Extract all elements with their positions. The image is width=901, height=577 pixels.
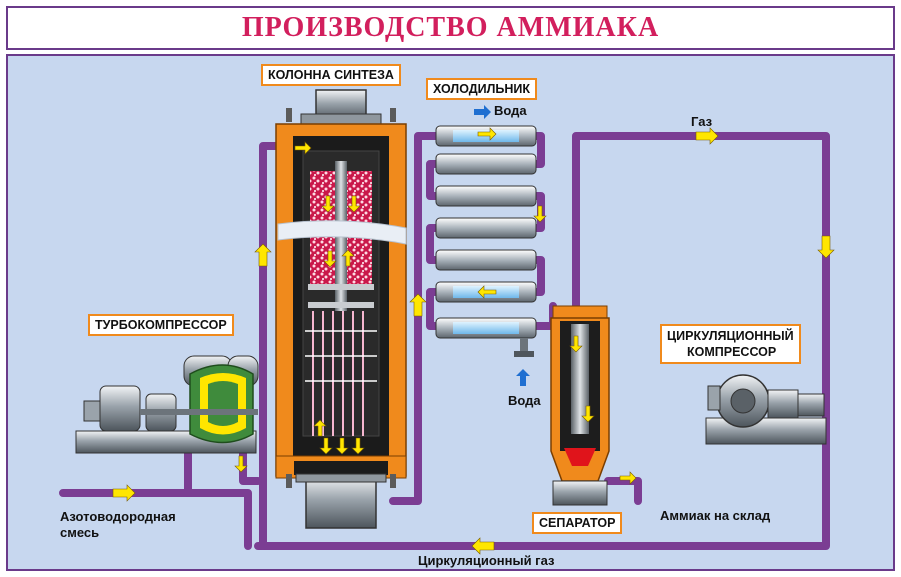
arrow-turbo xyxy=(234,455,248,473)
label-separator: СЕПАРАТОР xyxy=(532,512,623,534)
arrow-col-4 xyxy=(341,249,355,267)
arrow-feed xyxy=(112,484,136,502)
arrow-cooler-mid xyxy=(533,205,547,223)
arrow-col-out xyxy=(409,293,427,317)
label-circulation-compressor-line1: ЦИРКУЛЯЦИОННЫЙ xyxy=(667,329,794,343)
label-gas: Газ xyxy=(691,114,713,129)
arrow-left-riser xyxy=(254,243,272,267)
pipe-ammonia xyxy=(604,477,642,505)
separator xyxy=(550,305,610,506)
arrow-sep-in xyxy=(569,335,583,353)
diagram-scene: КОЛОННА СИНТЕЗА ХОЛОДИЛЬНИК Вода Газ ТУР… xyxy=(6,54,895,571)
arrow-col-bottom-1 xyxy=(319,437,333,455)
label-cooler: ХОЛОДИЛЬНИК xyxy=(426,78,538,100)
arrow-col-3 xyxy=(323,250,337,268)
label-circulation-gas: Циркуляционный газ xyxy=(418,553,555,568)
arrow-gas xyxy=(695,127,719,145)
flow-arrows xyxy=(112,127,835,555)
pipe-cooler-5 xyxy=(529,256,545,296)
label-synthesis-column: КОЛОННА СИНТЕЗА xyxy=(261,64,401,86)
pipe-cooler-1 xyxy=(529,132,545,168)
pipe-cooler-4 xyxy=(426,224,442,264)
pipe-circulation-bottom xyxy=(254,132,830,550)
arrow-col-2 xyxy=(347,195,361,213)
cooler xyxy=(435,125,537,357)
synthesis-column xyxy=(275,89,407,529)
arrow-col-5 xyxy=(313,419,327,437)
process-diagram xyxy=(59,89,835,555)
arrow-col-bottom-2 xyxy=(335,437,349,455)
circulation-compressor xyxy=(705,374,827,445)
pipe-column-outlet xyxy=(389,132,440,505)
pipe-cooler-6 xyxy=(426,288,442,330)
label-feed-mixture: Азотоводородная смесь xyxy=(60,509,176,541)
arrow-ammonia xyxy=(619,471,637,485)
page-title: ПРОИЗВОДСТВО АММИАКА xyxy=(241,12,660,43)
arrow-col-bottom-3 xyxy=(351,437,365,455)
title-bar: ПРОИЗВОДСТВО АММИАКА xyxy=(6,6,895,50)
turbocompressor xyxy=(75,355,259,454)
label-ammonia-storage: Аммиак на склад xyxy=(660,508,771,523)
water-arrows xyxy=(474,105,530,386)
water-in-arrow xyxy=(516,369,530,386)
arrow-circ-gas xyxy=(471,537,495,555)
label-turbocompressor: ТУРБОКОМПРЕССОР xyxy=(88,314,234,336)
label-feed-line2: смесь xyxy=(60,525,100,540)
pipe-cooler-2 xyxy=(426,160,442,200)
label-circulation-compressor-line2: КОМПРЕССОР xyxy=(687,345,777,359)
arrow-col-top xyxy=(294,141,312,155)
arrow-col-1 xyxy=(321,195,335,213)
arrow-right-riser xyxy=(817,235,835,259)
water-out-arrow xyxy=(474,105,491,119)
arrow-cooler-top xyxy=(477,127,497,141)
arrow-sep-down xyxy=(581,405,595,423)
label-water-out: Вода xyxy=(494,103,527,118)
label-feed-line1: Азотоводородная xyxy=(60,509,176,524)
label-water-in: Вода xyxy=(508,393,541,408)
arrow-cooler-low xyxy=(477,285,497,299)
label-circulation-compressor: ЦИРКУЛЯЦИОННЫЙ КОМПРЕССОР xyxy=(660,324,801,364)
